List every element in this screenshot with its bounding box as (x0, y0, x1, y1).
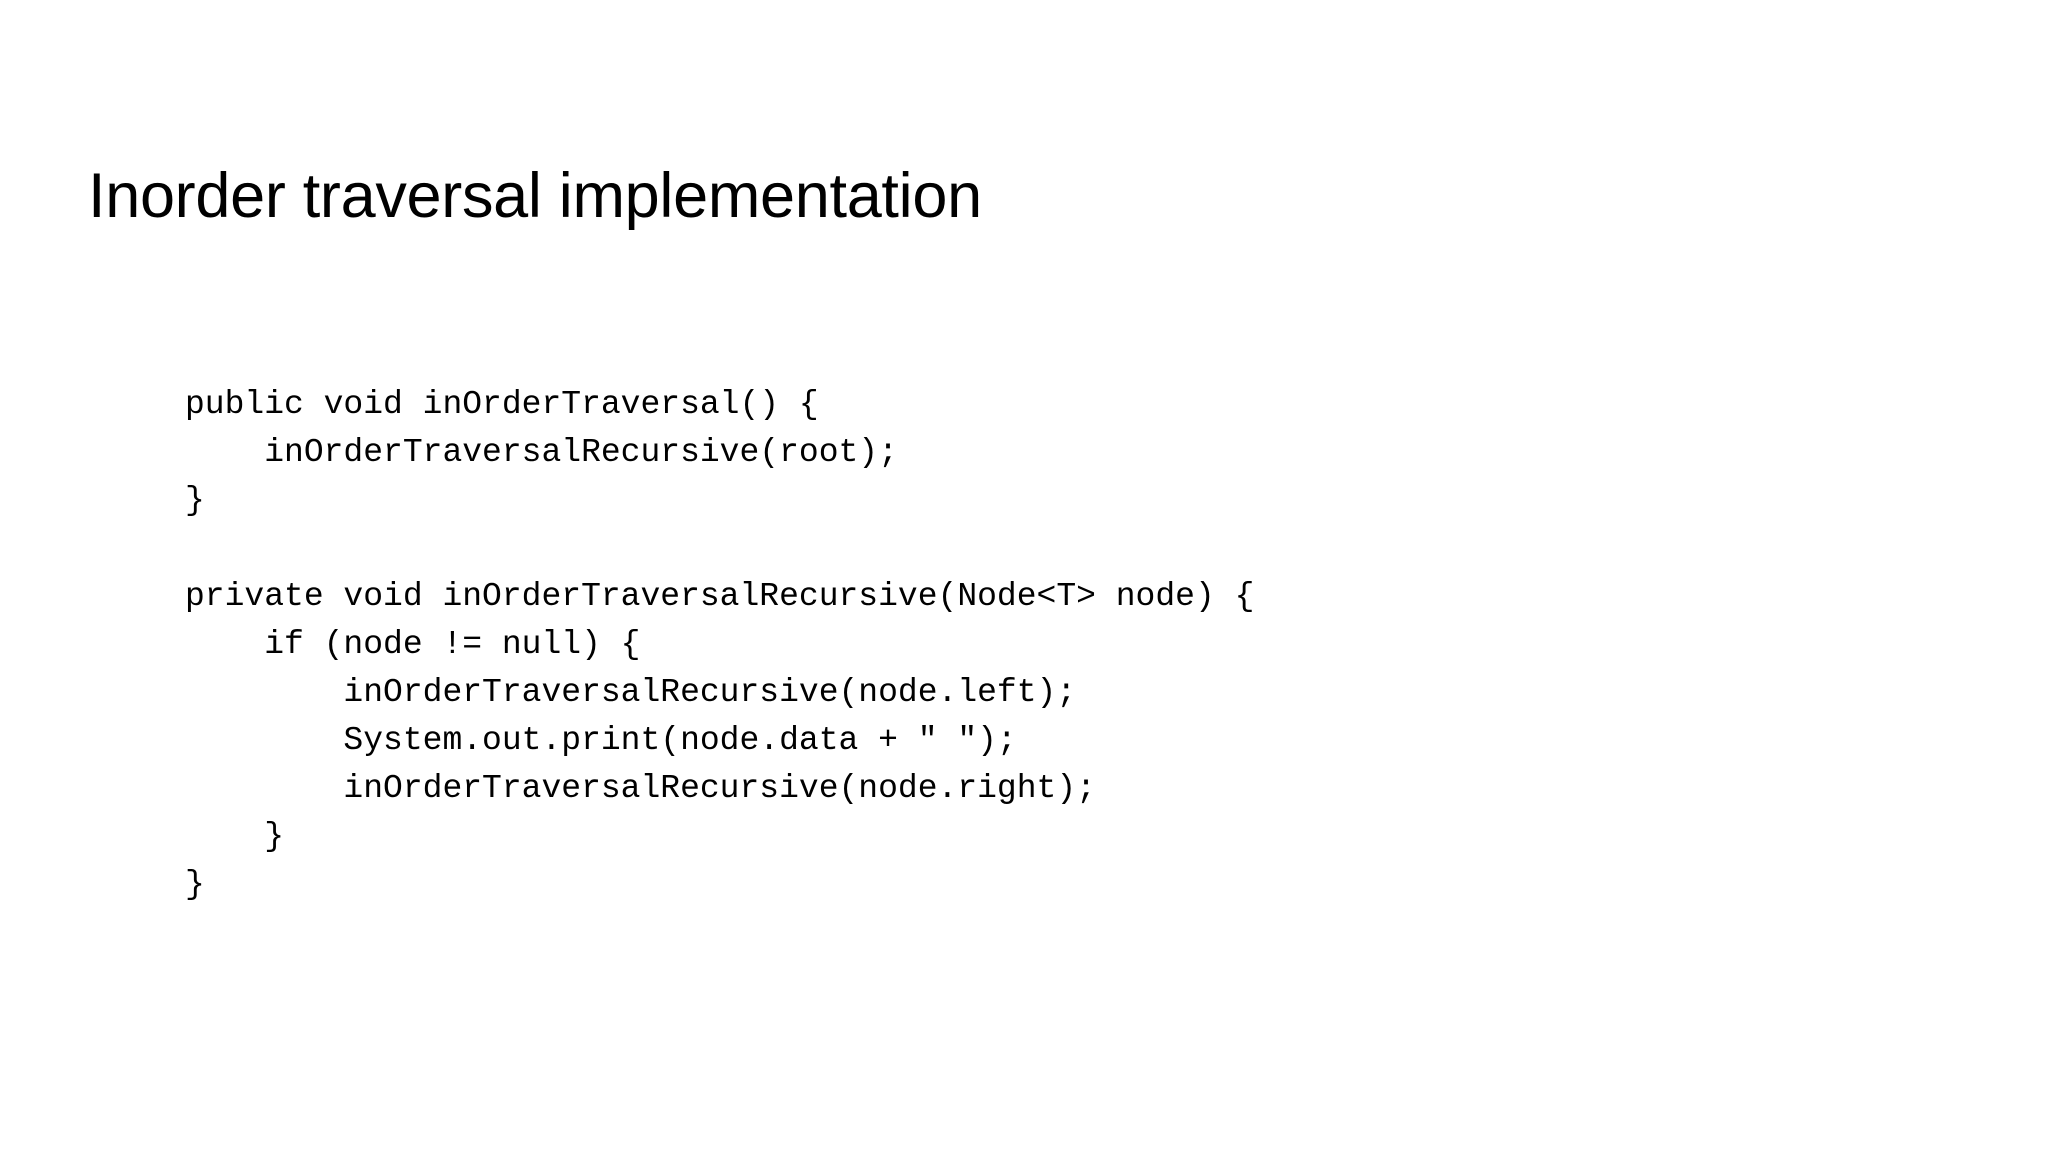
code-line: public void inOrderTraversal() { (185, 386, 819, 423)
code-line: } (185, 818, 285, 855)
page-title: Inorder traversal implementation (88, 161, 982, 232)
code-line: private void inOrderTraversalRecursive(N… (185, 578, 1255, 615)
code-line: System.out.print(node.data + " "); (185, 722, 1017, 759)
code-line: } (185, 866, 205, 903)
code-line: } (185, 482, 205, 519)
code-line: inOrderTraversalRecursive(node.left); (185, 674, 1077, 711)
code-block: public void inOrderTraversal() { inOrder… (185, 381, 1254, 909)
code-line: if (node != null) { (185, 626, 641, 663)
code-line: inOrderTraversalRecursive(root); (185, 434, 898, 471)
code-line: inOrderTraversalRecursive(node.right); (185, 770, 1096, 807)
